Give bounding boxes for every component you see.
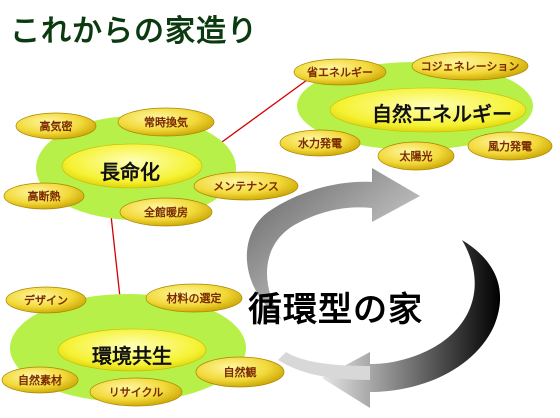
page-title: これからの家造り xyxy=(10,14,258,49)
pill-shape-longevity-3 xyxy=(119,197,213,227)
longevity-item: 常時換気 xyxy=(144,116,188,129)
energy-item: 省エネルギー xyxy=(307,66,373,79)
energy-label: 自然エネルギー xyxy=(372,102,512,126)
pill-shape-energy-4 xyxy=(467,131,553,161)
coexistence-item: 自然観 xyxy=(223,366,257,379)
coexistence-label: 環境共生 xyxy=(92,344,172,368)
core-longevity xyxy=(61,143,203,189)
pill-shape-energy-1 xyxy=(411,51,529,81)
cycle-label: 循環型の家 xyxy=(248,290,423,330)
longevity-item: 高気密 xyxy=(39,120,73,133)
coexistence-item: 材料の選定 xyxy=(166,292,222,305)
core-coexistence xyxy=(57,328,207,372)
pill-shape-longevity-4 xyxy=(3,182,85,210)
pill-shape-coexistence-2 xyxy=(195,356,285,388)
longevity-item: メンテナンス xyxy=(213,180,279,193)
pill-shape-energy-0 xyxy=(293,58,387,86)
pill-shape-energy-3 xyxy=(377,141,455,171)
energy-item: 風力発電 xyxy=(488,140,532,153)
coexistence-item: デザイン xyxy=(24,294,68,307)
coexistence-item: 自然素材 xyxy=(18,374,62,387)
longevity-item: 高断熱 xyxy=(27,190,61,203)
pills xyxy=(1,51,553,407)
cycle-arrow-upper xyxy=(246,168,420,320)
cycle-arrow-lower-tail xyxy=(278,352,370,380)
longevity-item: 全館暖房 xyxy=(144,206,188,219)
pill-shape-longevity-2 xyxy=(193,171,299,201)
pill-shape-coexistence-4 xyxy=(1,366,79,394)
cores xyxy=(57,87,527,372)
energy-item: 太陽光 xyxy=(399,150,433,163)
cycle-arrows xyxy=(246,168,501,408)
pill-shape-coexistence-3 xyxy=(89,377,183,407)
energy-item: コジェネレーション xyxy=(420,60,520,73)
pill-shape-coexistence-1 xyxy=(145,283,243,313)
core-energy xyxy=(329,87,527,133)
pill-shape-energy-2 xyxy=(279,129,361,157)
coexistence-item: リサイクル xyxy=(108,386,164,399)
longevity-label: 長命化 xyxy=(100,160,160,184)
energy-item: 水力発電 xyxy=(298,137,342,150)
pill-shape-longevity-1 xyxy=(117,107,215,137)
pill-shape-coexistence-0 xyxy=(5,286,87,314)
pill-shape-longevity-0 xyxy=(15,112,97,140)
